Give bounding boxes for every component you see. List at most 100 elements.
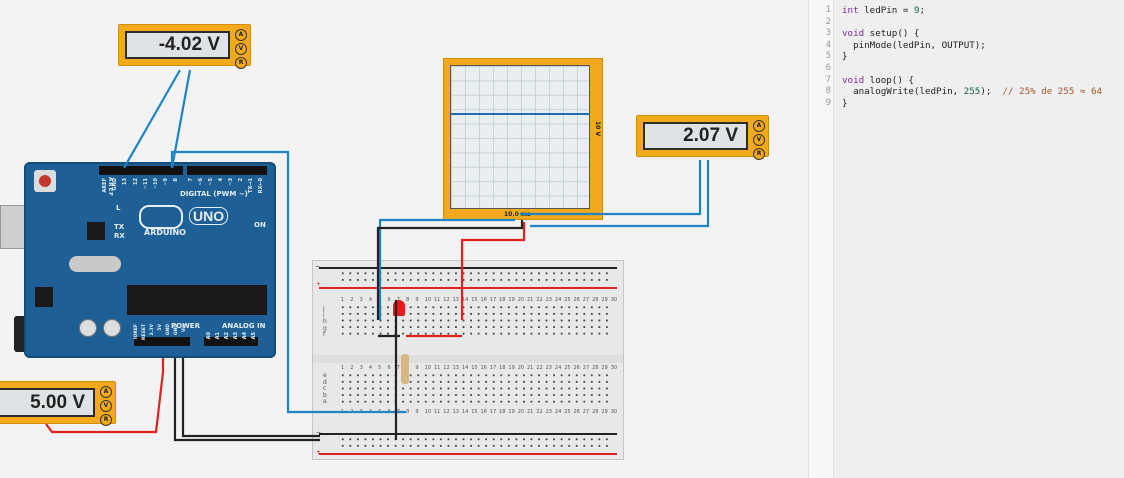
digital-pin-label: GND xyxy=(112,178,119,191)
top-rail-plus-label: + xyxy=(316,281,322,288)
breadboard-column-label: 27 xyxy=(582,409,590,415)
analog-pin-label: A0 xyxy=(206,332,212,340)
breadboard-column-label: 24 xyxy=(554,365,562,371)
ohms-mode-icon[interactable]: R xyxy=(100,414,112,426)
volts-mode-icon[interactable]: V xyxy=(235,43,247,55)
editor-gutter-bg xyxy=(808,0,834,478)
amps-mode-icon[interactable]: A xyxy=(100,386,112,398)
power-header[interactable] xyxy=(134,337,190,346)
multimeter-bottom[interactable]: 5.00 V A V R xyxy=(0,381,116,426)
digital-pin-label: RX←0 xyxy=(258,178,264,194)
breadboard-column-label: 1 xyxy=(341,409,345,415)
reset-button[interactable] xyxy=(34,170,56,192)
breadboard-column-label: 17 xyxy=(489,365,497,371)
pin-label-aref: AREF xyxy=(107,177,113,198)
power-pin-label: RESET xyxy=(142,324,147,340)
breadboard-column-label: 2 xyxy=(350,297,354,303)
rx-label: RX xyxy=(114,232,125,240)
breadboard-column-label: 17 xyxy=(489,409,497,415)
breadboard-column-label: 25 xyxy=(564,297,571,303)
breadboard-column-label: 6 xyxy=(387,297,391,303)
code-line[interactable]: int ledPin = 9; xyxy=(842,5,925,16)
oscilloscope-time-per-div: 10.0 ms xyxy=(504,211,531,218)
code-line[interactable]: } xyxy=(842,98,848,109)
code-token: pinMode(ledPin, OUTPUT); xyxy=(842,39,986,51)
line-number: 8 xyxy=(825,86,831,97)
multimeter-top-mode-selector[interactable]: A V R xyxy=(235,29,247,71)
upper-terminal-holes[interactable] xyxy=(339,304,609,337)
multimeter-bottom-mode-selector[interactable]: A V R xyxy=(100,386,112,428)
digital-pin-label: 13 xyxy=(122,178,129,185)
code-token: // 25% de 255 ≈ 64 xyxy=(1002,86,1103,98)
digital-pin-label: 12 xyxy=(132,178,139,185)
volts-mode-icon[interactable]: V xyxy=(100,400,112,412)
code-line[interactable]: void loop() { xyxy=(842,75,914,86)
breadboard-column-label: 25 xyxy=(564,365,571,371)
code-token: setup() { xyxy=(864,28,920,40)
power-pin-label: 5V xyxy=(158,324,163,331)
volts-mode-icon[interactable]: V xyxy=(753,134,765,146)
lower-terminal-holes[interactable] xyxy=(339,372,609,406)
code-token: ledPin = xyxy=(858,5,914,16)
analog-pin-label: A3 xyxy=(233,332,239,340)
power-pin-label: IOREF xyxy=(134,324,139,340)
breadboard-column-label: 30 xyxy=(610,297,618,303)
amps-mode-icon[interactable]: A xyxy=(753,120,765,132)
circuit-canvas[interactable]: -4.02 V A V R 2.07 V A V R 5.00 V A V R … xyxy=(0,0,808,478)
breadboard-column-label: 4 xyxy=(368,365,373,371)
arduino-uno-board[interactable]: AREF DIGITAL (PWM ~) L TX RX UNO ARDUINO… xyxy=(24,162,276,358)
top-rail-holes[interactable] xyxy=(339,270,609,284)
analog-pin-label: A5 xyxy=(251,332,257,340)
code-token: } xyxy=(842,51,848,63)
breadboard-column-label: 1 xyxy=(341,365,345,371)
code-token: ; xyxy=(919,5,926,16)
line-number: 7 xyxy=(825,74,831,85)
multimeter-top[interactable]: -4.02 V A V R xyxy=(118,24,251,69)
ohms-mode-icon[interactable]: R xyxy=(235,57,247,69)
wire-top-meter-1 xyxy=(123,69,181,169)
digital-pin-label: AREF xyxy=(102,178,108,193)
line-number: 5 xyxy=(825,51,831,62)
resistor[interactable] xyxy=(401,354,409,384)
reset-button-cap xyxy=(39,175,51,187)
code-line[interactable]: pinMode(ledPin, OUTPUT); xyxy=(842,40,986,51)
breadboard-column-label: 10 xyxy=(424,297,432,303)
wire-gnd-2 xyxy=(181,358,320,438)
breadboard-column-label: 28 xyxy=(592,297,599,303)
breadboard-column-label: 19 xyxy=(508,297,515,303)
code-token: int xyxy=(842,5,859,16)
code-line[interactable]: void setup() { xyxy=(842,28,919,39)
top-rail-minus-label: − xyxy=(315,263,321,270)
breadboard[interactable]: − + − + 11122233344455566677788899910101… xyxy=(312,260,624,460)
multimeter-right-mode-selector[interactable]: A V R xyxy=(753,120,765,162)
multimeter-right[interactable]: 2.07 V A V R xyxy=(636,115,769,160)
code-line[interactable]: analogWrite(ledPin, 255); // 25% de 255 … xyxy=(842,86,1102,97)
breadboard-column-label: 14 xyxy=(461,365,469,371)
breadboard-column-label: 3 xyxy=(359,365,363,371)
digital-header-left[interactable] xyxy=(99,166,183,175)
breadboard-column-label: 2 xyxy=(350,365,354,371)
breadboard-column-label: 22 xyxy=(536,409,543,415)
breadboard-column-label: 4 xyxy=(368,409,373,415)
code-token: 255 xyxy=(963,86,981,98)
breadboard-column-label: 21 xyxy=(527,365,534,371)
digital-pin-label: 7 xyxy=(188,178,194,182)
bottom-rail-red xyxy=(319,453,617,455)
breadboard-column-label: 23 xyxy=(545,365,552,371)
code-editor[interactable]: int ledPin = 9; void setup() { pinMode(le… xyxy=(834,0,1124,478)
multimeter-bottom-display: 5.00 V xyxy=(0,388,95,417)
uno-logo: UNO xyxy=(189,207,229,225)
bottom-rail-minus-label: − xyxy=(316,429,322,436)
analog-header[interactable] xyxy=(204,337,258,346)
ohms-mode-icon[interactable]: R xyxy=(753,148,765,160)
bottom-rail-holes[interactable] xyxy=(339,436,609,450)
code-line[interactable]: } xyxy=(842,51,848,62)
breadboard-column-label: 19 xyxy=(508,365,515,371)
amps-mode-icon[interactable]: A xyxy=(235,29,247,41)
digital-header-right[interactable] xyxy=(187,166,267,175)
top-rail-red xyxy=(319,287,617,289)
red-led[interactable] xyxy=(393,300,405,316)
oscilloscope[interactable]: 10 V 10.0 ms xyxy=(443,58,603,220)
digital-pin-label: 2 xyxy=(238,178,244,182)
capacitor-2 xyxy=(103,319,121,337)
